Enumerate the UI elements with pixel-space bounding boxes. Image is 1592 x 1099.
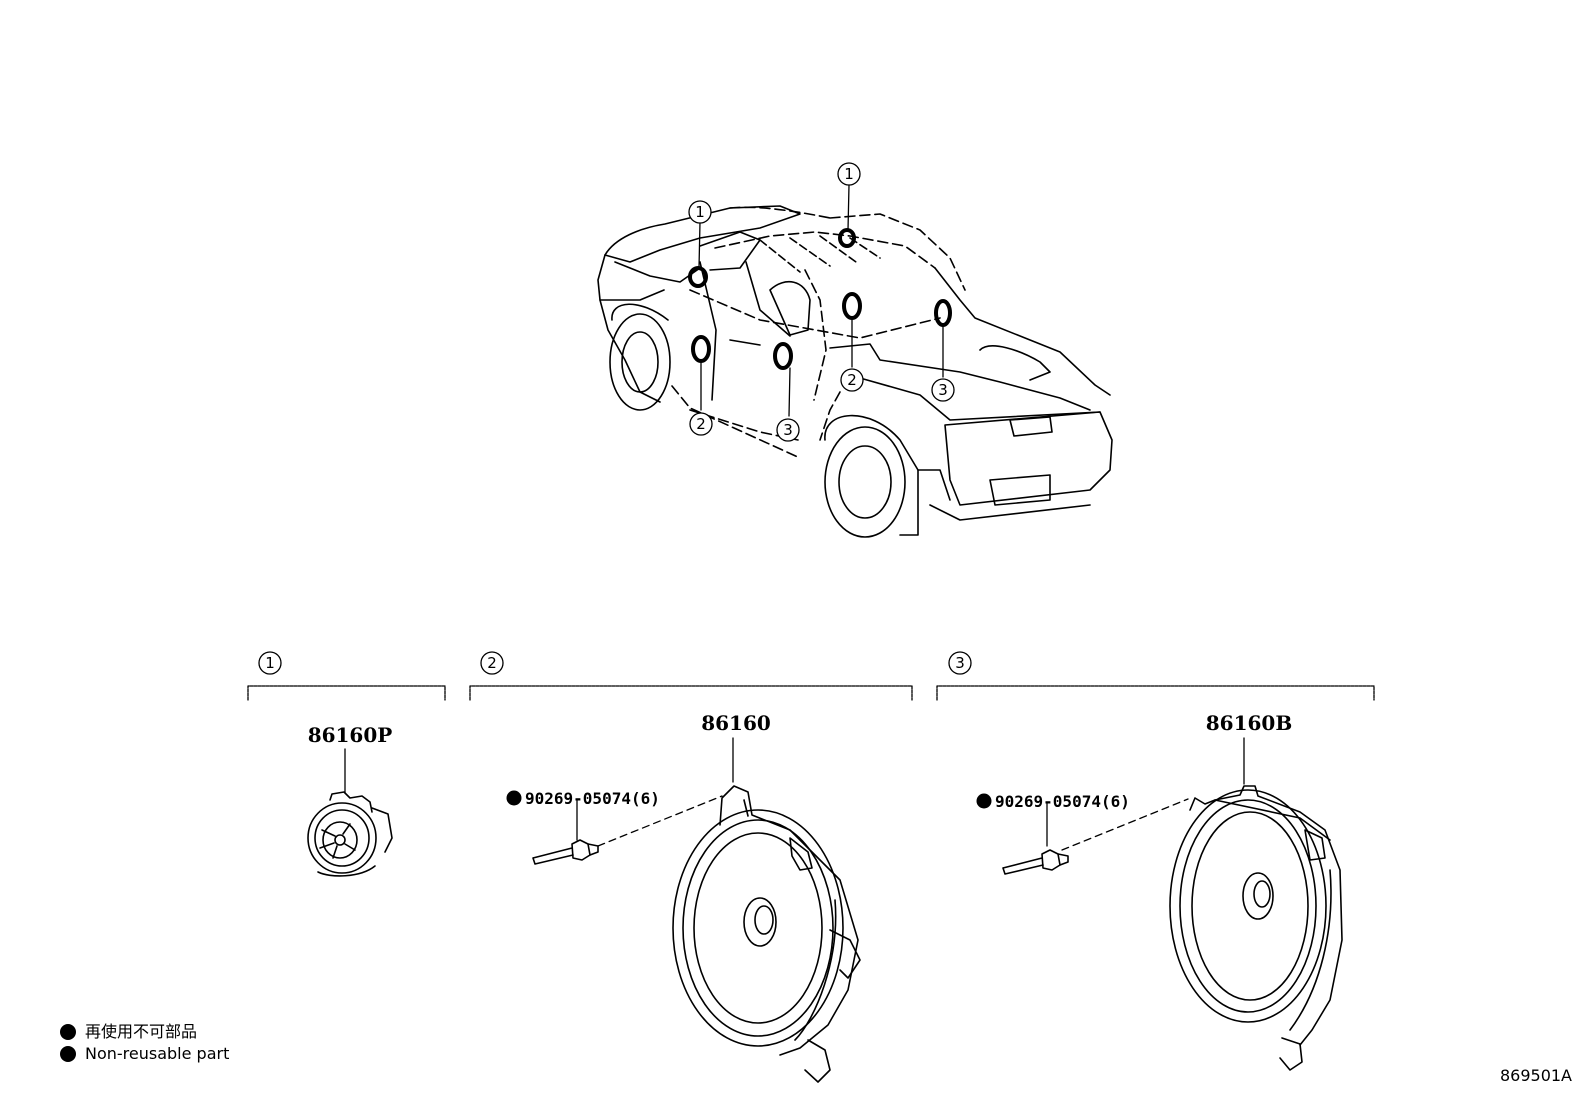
non-reusable-dot-icon xyxy=(506,790,522,806)
svg-text:1: 1 xyxy=(695,203,705,221)
part-number-86160P: 86160P xyxy=(308,723,393,747)
non-reusable-dot-icon xyxy=(60,1024,76,1040)
legend-english: Non-reusable part xyxy=(60,1044,229,1063)
group-1-header: 1 xyxy=(258,651,282,675)
callout-2-front-left: 2 xyxy=(689,412,713,436)
part-number-86160: 86160 xyxy=(701,711,771,735)
subpart-group-2: 90269-05074(6) xyxy=(506,789,660,808)
location-ring-tweeter-right xyxy=(838,228,856,248)
speaker-86160B-illustration xyxy=(1169,785,1343,1071)
vehicle-callouts: 1 1 2 2 3 3 xyxy=(688,162,955,442)
group-brackets xyxy=(247,685,1375,701)
subpart-group-3: 90269-05074(6) xyxy=(976,792,1130,811)
location-ring-front-door-left xyxy=(691,335,711,363)
svg-text:1: 1 xyxy=(844,165,854,183)
svg-text:2: 2 xyxy=(696,415,706,433)
svg-text:3: 3 xyxy=(938,381,948,399)
callout-3-rear-right: 3 xyxy=(931,378,955,402)
part-number-86160B: 86160B xyxy=(1206,711,1292,735)
tweeter-86160P-illustration xyxy=(307,791,393,877)
pickup-truck-illustration xyxy=(597,205,1113,538)
group-2-header: 2 xyxy=(480,651,504,675)
legend-japanese: 再使用不可部品 xyxy=(60,1018,197,1042)
location-ring-rear-door-right xyxy=(934,299,952,327)
subpart-number-group-3: 90269-05074(6) xyxy=(995,792,1130,811)
location-ring-front-door-right xyxy=(842,292,862,320)
svg-text:3: 3 xyxy=(955,654,965,672)
callout-1-tweeter-front: 1 xyxy=(688,200,712,224)
svg-text:2: 2 xyxy=(487,654,497,672)
non-reusable-dot-icon xyxy=(60,1046,76,1062)
svg-text:2: 2 xyxy=(847,371,857,389)
speaker-86160-illustration xyxy=(672,785,861,1083)
legend-label-english: Non-reusable part xyxy=(85,1044,230,1063)
rivet-group2-illustration xyxy=(532,839,599,865)
location-ring-tweeter-front xyxy=(688,266,708,288)
reference-code: 869501A xyxy=(1499,1066,1572,1085)
non-reusable-dot-icon xyxy=(976,793,992,809)
callout-3-rear-left: 3 xyxy=(776,418,800,442)
group-3-header: 3 xyxy=(948,651,972,675)
callout-1-tweeter-right: 1 xyxy=(837,162,861,186)
svg-text:1: 1 xyxy=(265,654,275,672)
legend-label-japanese: 再使用不可部品 xyxy=(85,1022,198,1041)
svg-text:3: 3 xyxy=(783,421,793,439)
part-leaders xyxy=(344,737,1245,851)
callout-leaders xyxy=(698,184,944,417)
subpart-number-group-2: 90269-05074(6) xyxy=(525,789,660,808)
callout-2-front-right: 2 xyxy=(840,368,864,392)
location-ring-rear-door-left xyxy=(773,342,793,370)
rivet-group3-illustration xyxy=(1002,849,1069,875)
